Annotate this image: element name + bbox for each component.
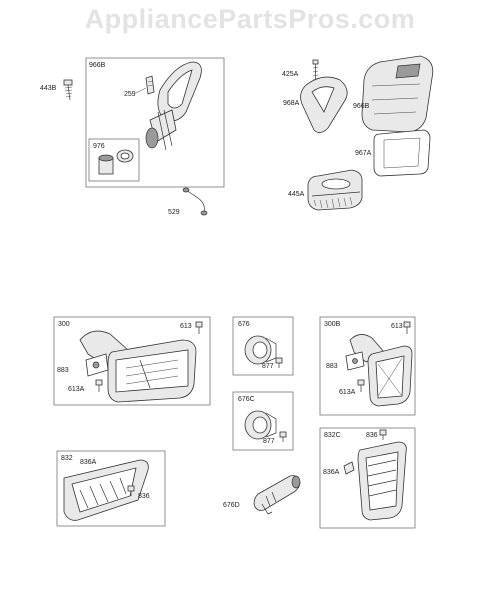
watermark: AppliancePartsPros.com xyxy=(84,4,416,34)
callout-613a-a: 613A xyxy=(68,386,85,393)
screw-613-b xyxy=(403,321,411,334)
callout-836a-a: 836A xyxy=(80,459,97,466)
group-box-976 xyxy=(88,138,140,182)
callout-445a: 445A xyxy=(288,191,305,198)
gasket-883-a xyxy=(85,353,109,377)
callout-425a: 425A xyxy=(282,71,299,78)
callout-877-a: 877 xyxy=(262,363,274,370)
callout-676c: 676C xyxy=(238,396,255,403)
screw-877-b xyxy=(279,431,287,442)
cartridge-445a xyxy=(307,169,363,211)
callout-613-a: 613 xyxy=(180,323,192,330)
tube-676d xyxy=(253,475,301,515)
screw-443b xyxy=(63,79,73,101)
screw-613a-b xyxy=(357,379,365,392)
group-box-676 xyxy=(232,316,294,376)
gasket-883-b xyxy=(345,351,365,371)
group-box-832 xyxy=(56,450,166,527)
callout-259: 259 xyxy=(124,91,136,98)
callout-836-a: 836 xyxy=(138,493,150,500)
callout-529: 529 xyxy=(168,209,180,216)
callout-443b: 443B xyxy=(40,85,57,92)
callout-676: 676 xyxy=(238,321,250,328)
callout-968a: 968A xyxy=(283,100,300,107)
air-cleaner-cover-966b xyxy=(361,55,434,133)
callout-966b-b: 966B xyxy=(353,103,370,110)
group-box-676c xyxy=(232,391,294,451)
deflector-676 xyxy=(244,335,277,365)
clip-259 xyxy=(145,75,155,95)
group-box-300 xyxy=(53,316,211,406)
callout-877-b: 877 xyxy=(263,438,275,445)
callout-613a-b: 613A xyxy=(339,389,356,396)
screw-836-b xyxy=(379,429,387,440)
muffler-guard-832 xyxy=(63,459,149,521)
breather-hose-529 xyxy=(182,187,208,216)
callout-836-b: 836 xyxy=(366,432,378,439)
group-box-300b xyxy=(319,316,416,416)
muffler-300b xyxy=(349,334,413,407)
callout-883-b: 883 xyxy=(326,363,338,370)
washer-836a-b xyxy=(343,461,355,475)
screw-877-a xyxy=(275,357,283,368)
screw-613-a xyxy=(195,321,203,334)
callout-832c: 832C xyxy=(324,432,341,439)
screw-613a-a xyxy=(95,379,103,392)
muffler-guard-832c xyxy=(357,441,407,521)
callout-300b: 300B xyxy=(324,321,341,328)
screw-836-a xyxy=(127,485,135,496)
callout-676d: 676D xyxy=(223,502,240,509)
air-cleaner-base xyxy=(145,61,202,151)
callout-976: 976 xyxy=(93,143,105,150)
muffler-300 xyxy=(79,330,197,403)
callout-300: 300 xyxy=(58,321,70,328)
gasket-976 xyxy=(98,149,134,175)
callout-613-b: 613 xyxy=(391,323,403,330)
group-box-832c xyxy=(319,427,416,529)
deflector-968a xyxy=(300,76,348,133)
callout-832: 832 xyxy=(61,455,73,462)
callout-883-a: 883 xyxy=(57,367,69,374)
callout-967a: 967A xyxy=(355,150,372,157)
callout-966b-a: 966B xyxy=(89,62,106,69)
filter-967a xyxy=(373,129,431,177)
group-box-966b xyxy=(85,57,225,188)
callout-836a-b: 836A xyxy=(323,469,340,476)
deflector-676c xyxy=(244,410,277,440)
